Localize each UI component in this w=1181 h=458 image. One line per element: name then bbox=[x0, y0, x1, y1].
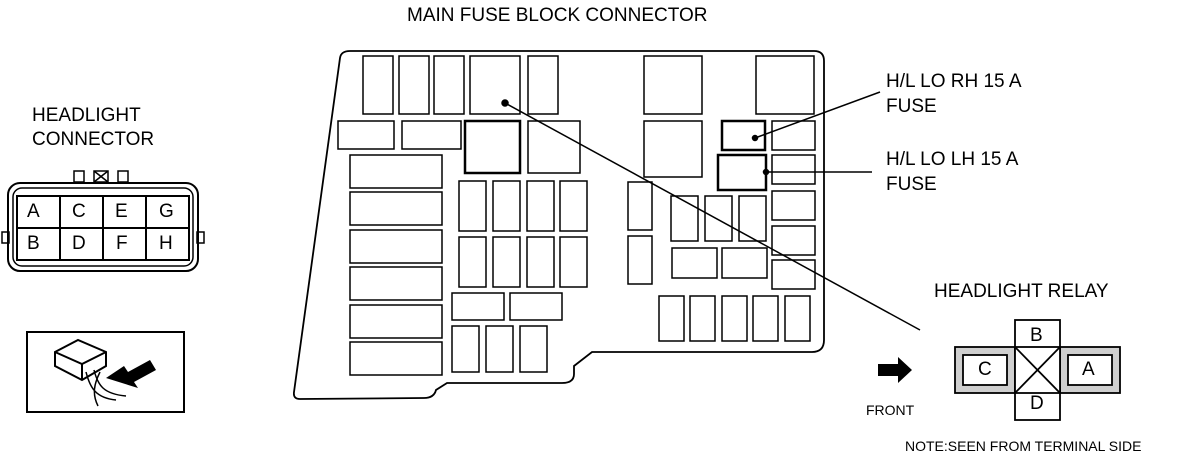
headlight-connector-icon bbox=[1, 170, 205, 272]
relay-terminal-c: C bbox=[978, 359, 992, 380]
front-label: FRONT bbox=[866, 402, 915, 418]
pin-d: D bbox=[72, 233, 86, 254]
fuse-hl-lo-rh bbox=[720, 119, 767, 152]
pin-f: F bbox=[116, 233, 128, 254]
front-arrow-icon bbox=[878, 357, 912, 383]
relay-terminal-b: B bbox=[1030, 325, 1043, 346]
relay-icon bbox=[954, 319, 1121, 421]
fuse-hl-lo-lh bbox=[716, 153, 768, 192]
pin-e: E bbox=[115, 201, 128, 222]
callout-rh-line1: H/L LO RH 15 A bbox=[886, 71, 1022, 92]
headlight-connector-title-1: HEADLIGHT bbox=[32, 105, 141, 126]
relay-terminal-d: D bbox=[1030, 393, 1044, 414]
probe-connector-icon bbox=[26, 331, 185, 413]
note-label: NOTE:SEEN FROM TERMINAL SIDE bbox=[905, 438, 1142, 454]
fuse-slots bbox=[337, 55, 816, 376]
main-title: MAIN FUSE BLOCK CONNECTOR bbox=[407, 5, 708, 26]
leader-lines bbox=[501, 91, 921, 331]
headlight-connector-title-2: CONNECTOR bbox=[32, 129, 155, 150]
pin-b: B bbox=[27, 233, 40, 254]
fuse-block-outline bbox=[292, 50, 825, 400]
callout-lh-line1: H/L LO LH 15 A bbox=[886, 149, 1019, 170]
relay-title: HEADLIGHT RELAY bbox=[934, 281, 1109, 302]
relay-terminal-a: A bbox=[1082, 359, 1095, 380]
pin-a: A bbox=[27, 201, 40, 222]
pin-h: H bbox=[159, 233, 173, 254]
pin-c: C bbox=[72, 201, 86, 222]
pin-g: G bbox=[159, 201, 174, 222]
callout-lh-line2: FUSE bbox=[886, 174, 937, 195]
callout-rh-line2: FUSE bbox=[886, 96, 937, 117]
